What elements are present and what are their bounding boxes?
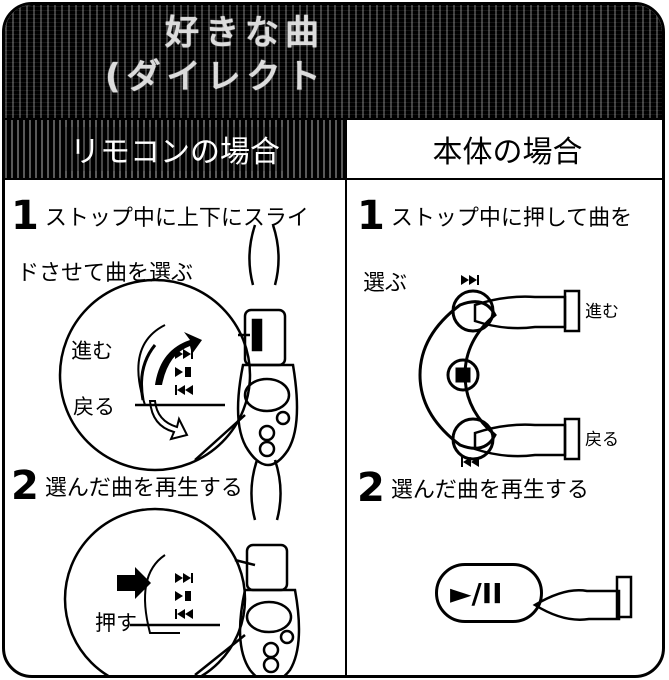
body-section-title: 本体の場合 (432, 135, 583, 170)
play-pause-label: ►/II (450, 576, 503, 610)
remote-step1-number: 1 (11, 193, 39, 239)
remote-step1-line2: ドさせて曲を選ぶ (17, 261, 194, 286)
play-pause-button: ►/II (435, 563, 543, 623)
body-step2-number: 2 (357, 465, 385, 511)
body-step2-text: 選んだ曲を再生する (390, 478, 589, 503)
track-buttons-icon (175, 349, 193, 395)
remote-zoom-illustration-1 (58, 278, 252, 472)
remote-device-2 (238, 459, 301, 675)
illustrations (58, 224, 633, 675)
body-section-header: 本体の場合 (345, 118, 662, 180)
body-step1-text-line1: ストップ中に押して曲を (390, 206, 633, 231)
title-banner: 好きな曲 (ダイレクト (5, 5, 662, 118)
main-unit-controls (418, 289, 497, 461)
finger-icon (473, 289, 581, 461)
banner-title-line2: (ダイレクト (105, 57, 327, 97)
body-back-label: 戻る (585, 430, 619, 450)
remote-zoom-illustration-2 (63, 507, 256, 675)
banner-title: 好きな曲 (ダイレクト (105, 11, 565, 99)
main-unit-track-icons (461, 275, 479, 467)
remote-push-label: 押す (95, 611, 137, 635)
remote-step1-text-line1: ストップ中に上下にスライ (44, 206, 309, 231)
remote-step2-text: 選んだ曲を再生する (44, 476, 243, 501)
body-step1-line2: 選ぶ (363, 271, 408, 296)
forward-arrow-icon (155, 332, 202, 385)
remote-back-label: 戻る (73, 395, 115, 419)
remote-step2-number: 2 (11, 463, 39, 509)
remote-section-header: リモコンの場合 (5, 118, 345, 180)
column-divider (345, 180, 347, 675)
remote-forward-label: 進む (71, 339, 113, 363)
body-step1-number: 1 (357, 193, 385, 239)
track-buttons-icon-2 (175, 573, 193, 619)
push-arrow-icon (117, 567, 151, 599)
remote-device-1 (236, 224, 299, 467)
body-forward-label: 進む (585, 302, 619, 322)
banner-title-line1: 好きな曲 (165, 13, 325, 53)
remote-section-title: リモコンの場合 (64, 127, 286, 171)
play-finger-icon (532, 575, 633, 621)
back-arrow-icon (148, 400, 189, 441)
